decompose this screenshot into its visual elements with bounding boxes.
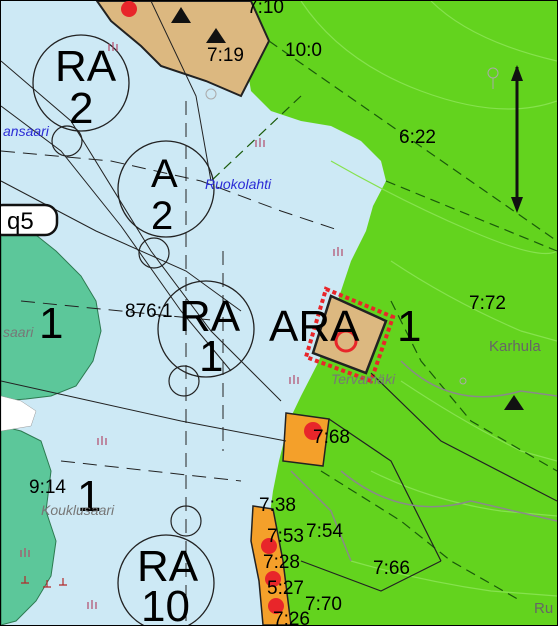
- island-left-large: [1, 215, 102, 402]
- place-ruokolahti: Ruokolahti: [205, 176, 272, 192]
- parcel-7-10: 7:10: [247, 1, 284, 18]
- zone-ra-top: RA: [55, 42, 117, 91]
- reed-marsh-icon: [20, 42, 343, 609]
- island-left-bottom: [1, 425, 57, 625]
- place-ru: Ru: [534, 600, 553, 617]
- zone-ra-bottom-num: 10: [141, 582, 190, 625]
- parcel-6-22: 6:22: [399, 127, 436, 148]
- forest-area: [231, 1, 557, 625]
- parcel-7-26: 7:26: [273, 609, 310, 625]
- place-tervamaki: Tervamäki: [331, 371, 396, 387]
- zone-ra-center-num: 1: [199, 332, 223, 381]
- tree-symbol-icon: [205, 67, 499, 385]
- plan-lines: [1, 1, 287, 442]
- red-dot-b1: [261, 538, 277, 554]
- zone-ara-num: 1: [397, 302, 421, 351]
- campsite-triangle-icon: [171, 7, 524, 410]
- parcel-5-27: 5:27: [267, 578, 304, 599]
- plot-bottom-strip: [250, 505, 292, 625]
- zone-bottom-one: 1: [77, 472, 101, 521]
- ref-circles: [51, 125, 202, 537]
- zone-box-q5-label: q5: [7, 208, 34, 235]
- parcel-10-0: 10:0: [285, 40, 322, 61]
- ara-red-boundary: [303, 286, 396, 384]
- red-dot-7-68: [304, 422, 322, 440]
- island-left-top-white: [1, 395, 37, 432]
- parcel-7-72: 7:72: [469, 293, 506, 314]
- red-dot-b2: [265, 571, 281, 587]
- place-karhula: Karhula: [489, 338, 541, 355]
- zone-ra-bottom: RA: [137, 542, 199, 591]
- ara-red-marker: [334, 329, 358, 353]
- red-dot-b3: [268, 598, 284, 614]
- ruin-marks: [21, 576, 67, 588]
- parcel-7-28: 7:28: [263, 552, 300, 573]
- parcel-9-14: 9:14: [29, 477, 66, 498]
- zone-a-mid: A: [151, 152, 178, 196]
- zone-ra-top-num: 2: [69, 84, 93, 133]
- parcel-7-66: 7:66: [373, 558, 410, 579]
- plot-ara: [311, 294, 388, 375]
- zone-left-one: 1: [39, 299, 63, 348]
- zone-circles: [32, 34, 255, 625]
- parcel-7-53: 7:53: [267, 526, 304, 547]
- zone-ara: ARA: [269, 302, 360, 351]
- parcel-7-68: 7:68: [313, 427, 350, 448]
- scale-bar-icon: [511, 65, 523, 213]
- zone-a-mid-num: 2: [151, 194, 173, 238]
- parcel-876-1: 876:1: [125, 301, 173, 322]
- parcel-7-54: 7:54: [306, 521, 343, 542]
- parcel-7-70: 7:70: [305, 594, 342, 615]
- parcel-7-38: 7:38: [259, 495, 296, 516]
- forest-tracks: [290, 360, 557, 562]
- plot-7-19: [95, 1, 271, 98]
- zone-ra-center: RA: [179, 292, 241, 341]
- forest-lines: [210, 40, 557, 602]
- place-saari-left: saari: [3, 324, 34, 340]
- red-dot-top: [121, 1, 137, 17]
- place-kouklusaari: Kouklusaari: [41, 502, 115, 518]
- parcel-7-19: 7:19: [207, 45, 244, 66]
- place-ansaari: ansaari: [3, 123, 50, 139]
- forest-contours: [300, 1, 557, 597]
- zone-box-q5: [1, 203, 59, 237]
- forest-solid-lines: [300, 372, 557, 592]
- top-edge-marker: [541, 1, 557, 15]
